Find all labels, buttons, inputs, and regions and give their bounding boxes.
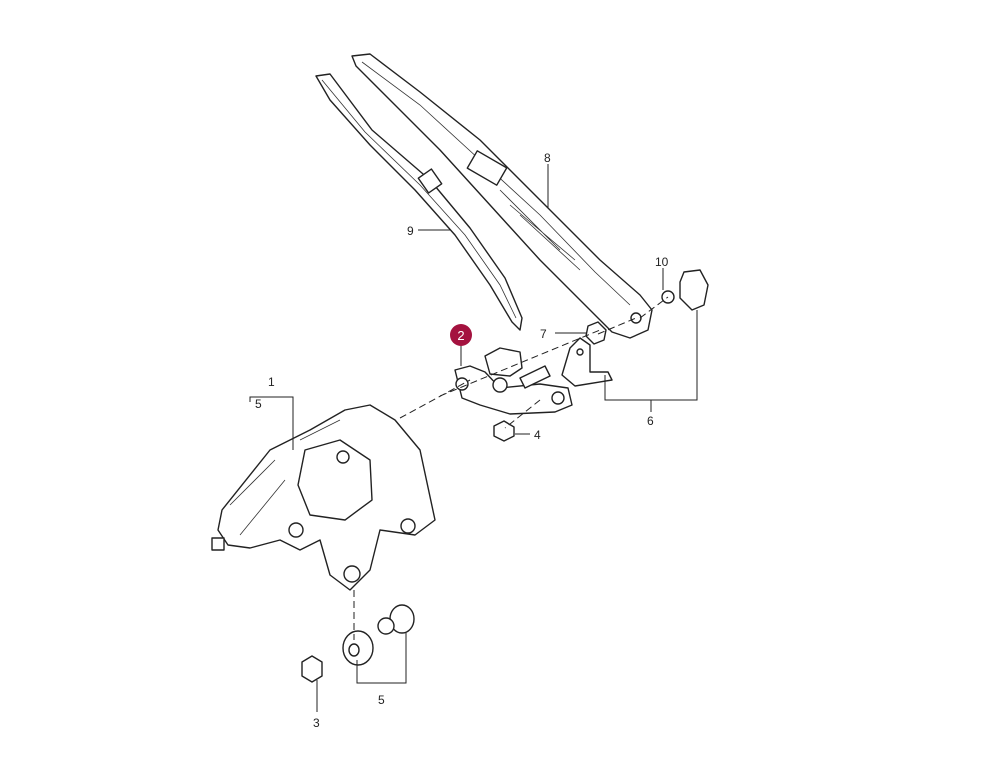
wiper-arm[interactable]	[351, 53, 653, 339]
nut-7[interactable]	[585, 321, 607, 345]
callout-5-grommet[interactable]: 5	[378, 693, 385, 707]
callout-2-highlighted[interactable]: 2	[450, 324, 472, 346]
bracket[interactable]	[561, 337, 613, 387]
cover-cap[interactable]	[679, 269, 709, 311]
callout-7[interactable]: 7	[540, 327, 547, 341]
wiper-blade[interactable]	[315, 73, 523, 331]
callout-1[interactable]: 1	[268, 375, 275, 389]
callout-5-motor[interactable]: 5	[255, 397, 262, 411]
callout-4[interactable]: 4	[534, 428, 541, 442]
wiper-motor[interactable]	[211, 404, 436, 591]
callout-10[interactable]: 10	[655, 255, 669, 269]
nut-3[interactable]	[301, 655, 323, 683]
callout-8[interactable]: 8	[544, 151, 551, 165]
grommet[interactable]	[342, 604, 415, 666]
callout-9[interactable]: 9	[407, 224, 414, 238]
callout-3[interactable]: 3	[313, 716, 320, 730]
callout-6[interactable]: 6	[647, 414, 654, 428]
spindle-bracket[interactable]	[454, 347, 573, 415]
svg-text:2: 2	[457, 328, 464, 343]
nut-4[interactable]	[493, 420, 515, 442]
